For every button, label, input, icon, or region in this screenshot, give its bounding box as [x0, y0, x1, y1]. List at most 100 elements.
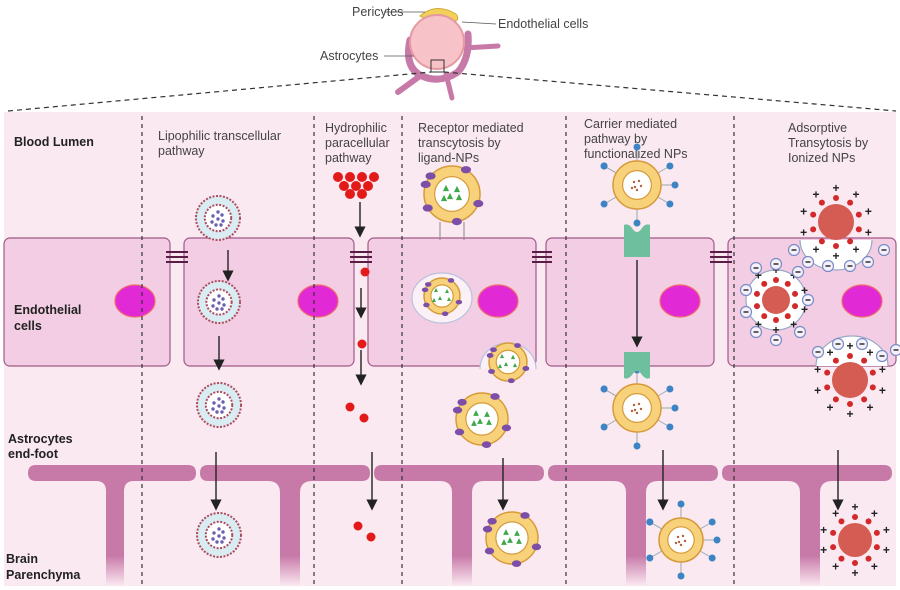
positive-charge: + — [883, 543, 890, 557]
functional-group — [671, 404, 679, 412]
ligand — [501, 424, 512, 432]
positive-charge: + — [814, 362, 821, 376]
negative-charge — [831, 337, 845, 351]
cargo-dot — [677, 540, 681, 544]
positive-charge: + — [772, 323, 779, 337]
positive-charge: + — [846, 407, 853, 421]
cargo-dot — [212, 401, 216, 405]
pathway-title-adsorptive-line3: Ionized NPs — [788, 151, 855, 165]
ligand-nanoparticle — [452, 392, 512, 448]
astrocyte-endfoot — [548, 465, 718, 586]
cargo-dot — [217, 397, 221, 401]
ligand — [420, 180, 431, 189]
positive-charge: + — [852, 243, 859, 257]
vessel-lumen — [409, 14, 465, 70]
np-core — [667, 526, 695, 554]
pathway-title-carrier-line2: pathway by — [584, 132, 648, 146]
positive-charge: + — [871, 506, 878, 520]
positive-charge: + — [866, 345, 873, 359]
cargo-dot — [630, 409, 634, 413]
negative-charge — [739, 283, 753, 297]
water-molecule — [345, 189, 355, 199]
cargo-triangle — [497, 363, 503, 369]
np-core — [495, 349, 521, 375]
charge-site — [761, 313, 768, 320]
charge-site — [869, 369, 876, 376]
vessel-overview: Pericytes Endothelial cells Astrocytes — [7, 5, 897, 112]
ligand — [441, 311, 449, 317]
positive-charge: + — [800, 226, 807, 240]
cargo-dot — [637, 179, 641, 183]
tight-junction — [532, 251, 552, 263]
charge-site — [873, 544, 880, 551]
functional-group — [708, 554, 716, 562]
pathway-title-adsorptive-line2: Transytosis by — [788, 136, 869, 150]
positive-charge: + — [801, 302, 808, 316]
positive-charge: + — [871, 560, 878, 574]
charge-site — [810, 226, 817, 233]
cargo-dot — [676, 535, 680, 539]
pathway-title-hydrophilic-line1: Hydrophilic — [325, 121, 387, 135]
row-label-astrocytes-line1: Astrocytes — [8, 432, 73, 446]
cargo-triangle — [455, 193, 463, 201]
liposome — [195, 195, 241, 241]
charge-site — [847, 199, 854, 206]
endothelial-cells-label: Endothelial cells — [498, 17, 588, 31]
ligand — [488, 369, 495, 374]
pathway-title-hydrophilic-line3: pathway — [325, 151, 372, 165]
pathway-title-receptor-line3: ligand-NPs — [418, 151, 479, 165]
cargo-dot — [212, 531, 216, 535]
charge-site — [833, 243, 839, 249]
charge-site — [847, 238, 854, 245]
ionized-nanoparticle: ++++++++++ — [800, 181, 872, 263]
ligand — [454, 428, 465, 436]
ligand — [514, 343, 521, 349]
functional-group — [646, 554, 654, 562]
cargo-dot — [214, 223, 218, 227]
negative-charge — [769, 333, 783, 347]
cargo-triangle — [477, 418, 483, 424]
cargo-triangle — [442, 184, 450, 192]
positive-charge: + — [851, 566, 858, 580]
row-label-astrocytes-line2: end-foot — [8, 447, 59, 461]
cargo-dot — [220, 307, 224, 311]
pathway-title-carrier-line1: Carrier mediated — [584, 117, 677, 131]
charge-site — [873, 529, 880, 536]
np-core — [838, 523, 872, 557]
negative-charge — [855, 337, 869, 351]
pathway-title-lipophilic-line1: Lipophilic transcellular — [158, 129, 281, 143]
ligand — [447, 278, 455, 283]
functional-group — [633, 219, 641, 227]
water-molecule — [345, 172, 355, 182]
pathway-title-carrier-line3: functionalized NPs — [584, 147, 688, 161]
cargo-dot — [679, 543, 683, 547]
positive-charge: + — [832, 506, 839, 520]
charge-site — [784, 313, 791, 320]
np-core — [465, 402, 499, 436]
zoom-region-box — [430, 59, 445, 73]
cargo-dot — [220, 213, 224, 217]
charge-site — [824, 384, 831, 391]
cargo-dot — [222, 536, 226, 540]
functional-group — [713, 536, 721, 544]
astrocyte-endfoot — [374, 465, 544, 586]
charge-site — [753, 303, 760, 310]
cargo-triangle — [516, 538, 522, 544]
ligand — [422, 204, 433, 212]
charge-site — [792, 290, 799, 297]
negative-charge — [875, 349, 889, 363]
ligand — [421, 287, 429, 293]
charge-site — [773, 277, 779, 283]
ligand-nanoparticle — [486, 342, 530, 384]
positive-charge: + — [801, 284, 808, 298]
functional-group — [666, 162, 674, 170]
tight-junction — [166, 251, 188, 263]
cargo-triangle — [484, 411, 490, 417]
positive-charge: + — [879, 384, 886, 398]
ionized-nanoparticle: ++++++++++ — [744, 263, 808, 337]
endothelial-leader — [461, 21, 497, 25]
water-molecule — [363, 181, 373, 191]
negative-charge — [861, 255, 875, 269]
cargo-dot — [633, 185, 637, 189]
